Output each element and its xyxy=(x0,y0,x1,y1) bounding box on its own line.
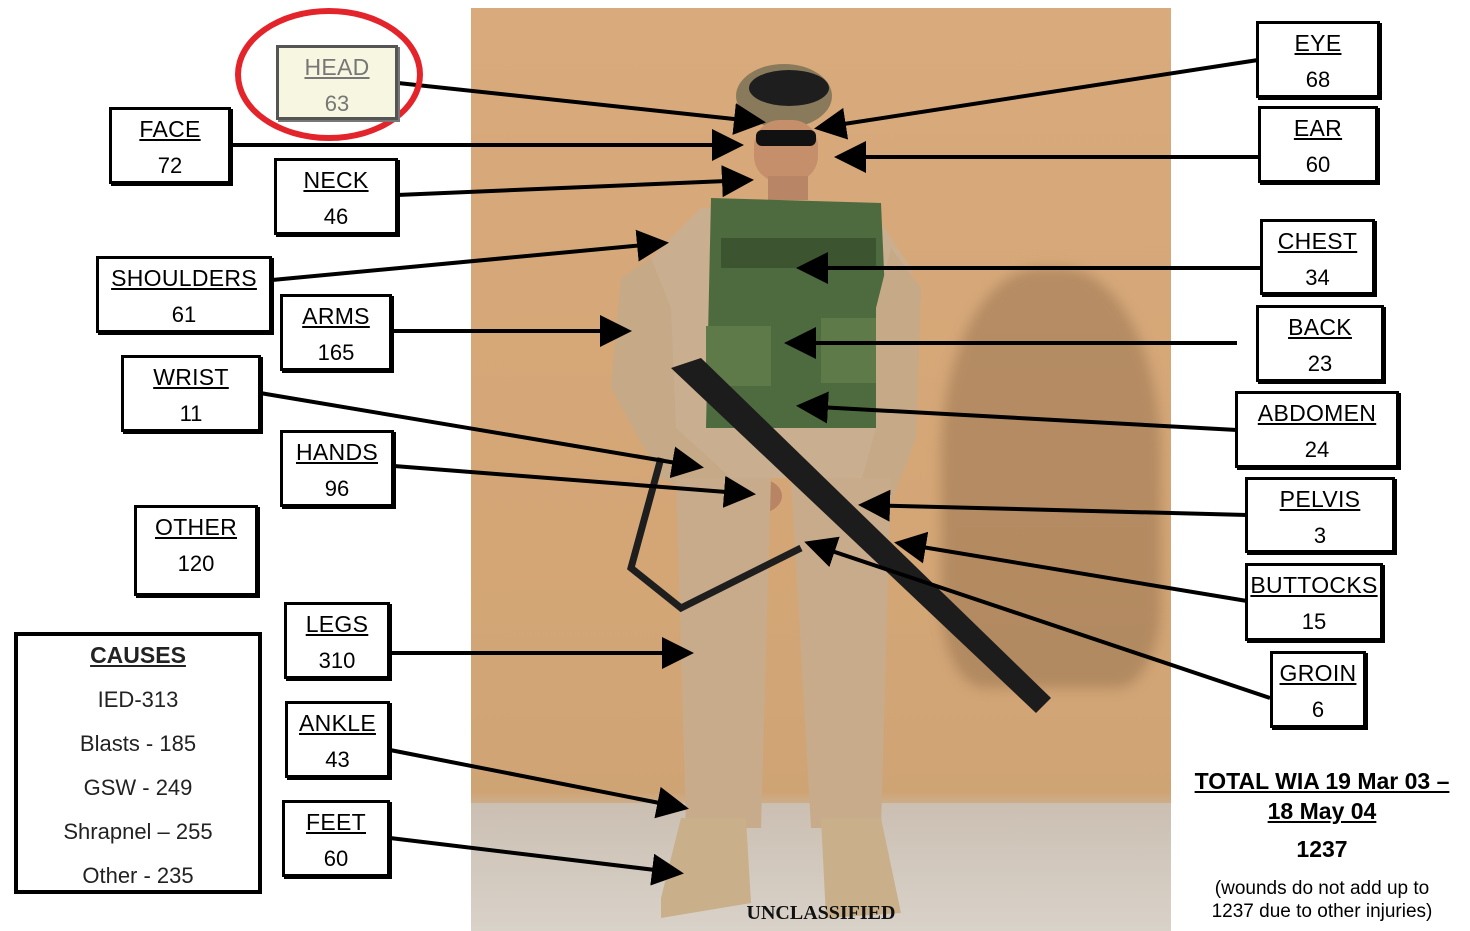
face-label: FACE xyxy=(139,116,201,142)
face-box: FACE 72 xyxy=(109,107,231,184)
hands-box: HANDS 96 xyxy=(280,430,394,507)
buttocks-value: 15 xyxy=(1301,609,1327,634)
pelvis-box: PELVIS 3 xyxy=(1245,477,1395,553)
shoulders-arrow xyxy=(271,229,669,282)
pelvis-value: 3 xyxy=(1313,523,1327,548)
feet-arrow xyxy=(389,836,684,886)
other-value: 120 xyxy=(177,551,215,576)
other-box: OTHER 120 xyxy=(134,505,258,596)
classification-marking: UNCLASSIFIED xyxy=(746,902,896,924)
cause-item: Other - 235 xyxy=(82,863,194,888)
chest-label: CHEST xyxy=(1277,228,1358,254)
head-label: HEAD xyxy=(304,54,370,80)
neck-box: NECK 46 xyxy=(274,158,398,235)
feet-value: 60 xyxy=(323,846,349,871)
ear-box: EAR 60 xyxy=(1258,106,1378,183)
ear-value: 60 xyxy=(1305,152,1331,177)
shoulders-label: SHOULDERS xyxy=(111,265,257,291)
ankle-box: ANKLE 43 xyxy=(285,701,390,778)
head-highlight-circle xyxy=(235,8,423,141)
ankle-value: 43 xyxy=(325,747,350,772)
neck-value: 46 xyxy=(323,204,349,229)
head-value: 63 xyxy=(324,91,350,116)
pelvis-arrow xyxy=(858,489,1248,522)
cause-item: GSW - 249 xyxy=(83,775,193,800)
legs-box: LEGS 310 xyxy=(284,602,390,679)
back-box: BACK 23 xyxy=(1256,305,1384,382)
back-value: 23 xyxy=(1307,351,1333,376)
legs-label: LEGS xyxy=(305,611,369,637)
head-arrow xyxy=(397,81,766,135)
arms-label: ARMS xyxy=(302,303,370,329)
total-note-line2: 1237 due to other injuries) xyxy=(1211,901,1433,922)
arms-box: ARMS 165 xyxy=(280,294,392,371)
wrist-box: WRIST 11 xyxy=(121,355,261,432)
eye-label: EYE xyxy=(1294,30,1342,56)
face-value: 72 xyxy=(157,153,183,178)
total-note-line1: (wounds do not add up to xyxy=(1214,878,1430,899)
wrist-label: WRIST xyxy=(153,364,229,390)
hands-value: 96 xyxy=(324,476,350,501)
back-label: BACK xyxy=(1288,314,1352,340)
soldier-shadow xyxy=(941,268,1161,688)
groin-value: 6 xyxy=(1311,697,1325,722)
cause-item: IED-313 xyxy=(97,687,179,712)
total-value: 1237 xyxy=(1296,836,1348,862)
causes-box: CAUSES IED-313 Blasts - 185 GSW - 249 Sh… xyxy=(14,632,262,894)
abdomen-arrow xyxy=(796,391,1238,432)
feet-label: FEET xyxy=(306,809,366,835)
neck-label: NECK xyxy=(303,167,369,193)
eye-value: 68 xyxy=(1305,67,1331,92)
neck-arrow xyxy=(396,165,754,198)
total-wia-block: TOTAL WIA 19 Mar 03 – 18 May 04 1237 (wo… xyxy=(1172,766,1470,923)
groin-label: GROIN xyxy=(1279,660,1357,686)
eye-box: EYE 68 xyxy=(1256,21,1380,98)
buttocks-arrow xyxy=(894,531,1248,603)
chest-box: CHEST 34 xyxy=(1260,219,1375,295)
abdomen-box: ABDOMEN 24 xyxy=(1235,391,1399,468)
cause-item: Blasts - 185 xyxy=(79,731,197,756)
shoulders-box: SHOULDERS 61 xyxy=(96,256,272,333)
head-box: HEAD 63 xyxy=(276,45,398,120)
ankle-label: ANKLE xyxy=(299,710,376,736)
eye-arrow xyxy=(814,58,1259,140)
groin-arrow xyxy=(804,536,1271,700)
arms-value: 165 xyxy=(317,340,355,365)
ankle-arrow xyxy=(389,748,689,819)
feet-box: FEET 60 xyxy=(282,800,390,877)
other-label: OTHER xyxy=(155,514,237,540)
cause-item: Shrapnel – 255 xyxy=(63,819,213,844)
causes-title: CAUSES xyxy=(90,642,186,668)
buttocks-label: BUTTOCKS xyxy=(1250,572,1378,598)
wrist-arrow xyxy=(259,391,704,479)
ear-label: EAR xyxy=(1293,115,1343,141)
abdomen-value: 24 xyxy=(1304,437,1330,462)
chest-value: 34 xyxy=(1305,265,1330,290)
abdomen-label: ABDOMEN xyxy=(1257,400,1377,426)
pelvis-label: PELVIS xyxy=(1279,486,1361,512)
total-title-line2: 18 May 04 xyxy=(1267,798,1377,824)
hands-label: HANDS xyxy=(295,439,378,465)
soldier-photo: UNCLASSIFIED xyxy=(471,8,1171,931)
groin-box: GROIN 6 xyxy=(1270,651,1366,728)
wrist-value: 11 xyxy=(179,401,203,426)
hands-arrow xyxy=(393,464,756,508)
legs-value: 310 xyxy=(318,648,356,673)
shoulders-value: 61 xyxy=(171,302,197,327)
total-title-line1: TOTAL WIA 19 Mar 03 – xyxy=(1194,768,1450,794)
buttocks-box: BUTTOCKS 15 xyxy=(1245,563,1383,641)
